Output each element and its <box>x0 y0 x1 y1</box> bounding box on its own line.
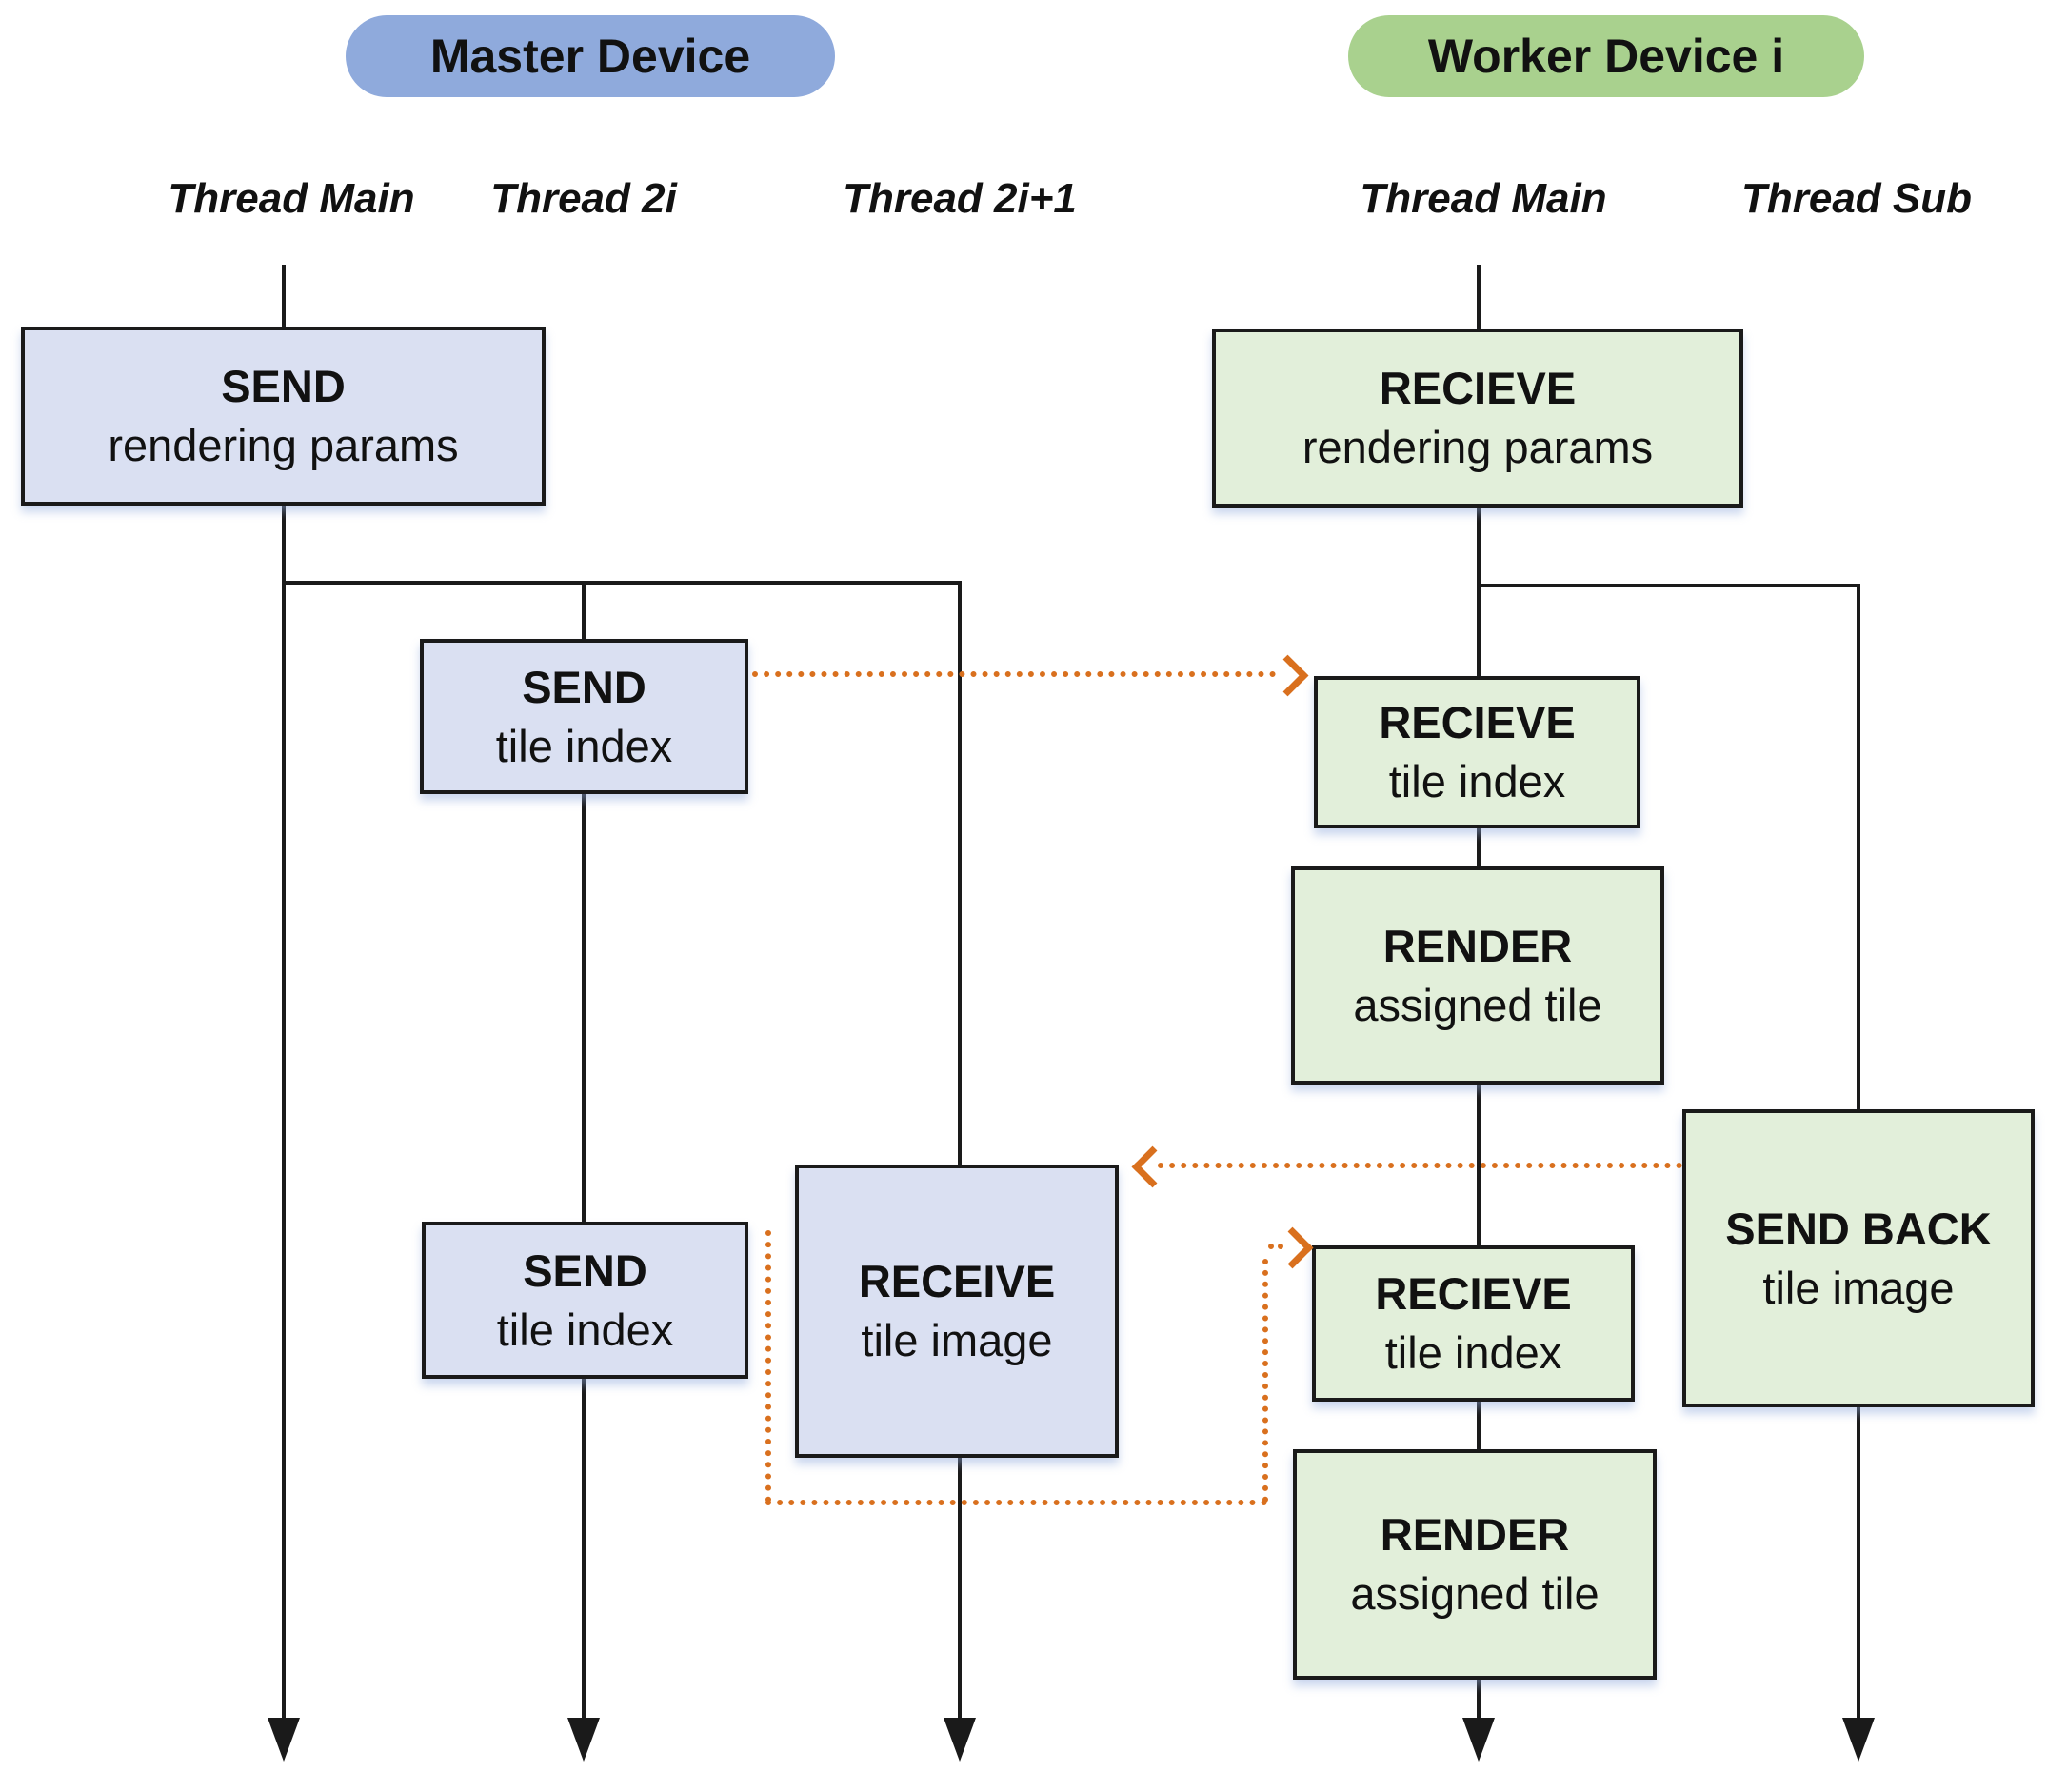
box-master-send-rendering-params: SEND rendering params <box>21 327 546 506</box>
box-subtitle: tile index <box>496 1304 674 1355</box>
box-subtitle: tile index <box>1384 1327 1562 1378</box>
message-arrow-right-icon <box>1271 1226 1314 1269</box>
box-subtitle: tile index <box>1388 756 1566 806</box>
lifeline-master-thread-main <box>282 265 286 1722</box>
box-worker-render-assigned-tile-1: RENDER assigned tile <box>1291 866 1664 1085</box>
box-title: RENDER <box>1380 1509 1570 1560</box>
box-subtitle: tile image <box>861 1315 1053 1365</box>
box-worker-send-back-tile-image: SEND BACK tile image <box>1682 1109 2035 1407</box>
box-master-send-tile-index-2: SEND tile index <box>422 1222 748 1379</box>
box-title: RENDER <box>1382 920 1573 971</box>
lifeline-arrow-icon <box>944 1718 976 1762</box>
box-title: SEND <box>221 361 346 411</box>
box-subtitle: rendering params <box>108 420 459 470</box>
thread-label-worker-sub: Thread Sub <box>1740 175 1973 222</box>
message-arrow-right-icon <box>1266 654 1309 697</box>
lifeline-arrow-icon <box>268 1718 300 1762</box>
message-line-send-tile-index-1 <box>752 671 1276 677</box>
lifeline-arrow-icon <box>567 1718 600 1762</box>
box-worker-recieve-tile-index-1: RECIEVE tile index <box>1314 676 1640 828</box>
box-subtitle: assigned tile <box>1353 979 1602 1030</box>
lifeline-arrow-icon <box>1842 1718 1875 1762</box>
message-line-send-back-tile-image <box>1158 1163 1682 1168</box>
lifeline-master-thread-2i-plus-1 <box>958 583 962 1722</box>
message-line-send-tile-index-2-tip <box>1268 1244 1283 1249</box>
thread-label-worker-main: Thread Main <box>1360 175 1607 222</box>
worker-fork-branch <box>1477 584 1860 587</box>
box-worker-recieve-rendering-params: RECIEVE rendering params <box>1212 329 1743 508</box>
box-subtitle: tile index <box>495 720 673 771</box>
box-subtitle: tile image <box>1762 1262 1955 1313</box>
box-title: RECIEVE <box>1375 1268 1572 1319</box>
message-line-send-tile-index-2-across <box>765 1500 1267 1505</box>
lifeline-arrow-icon <box>1462 1718 1495 1762</box>
box-title: RECIEVE <box>1379 697 1576 747</box>
box-worker-render-assigned-tile-2: RENDER assigned tile <box>1293 1449 1657 1680</box>
box-master-send-tile-index-1: SEND tile index <box>420 639 748 794</box>
box-title: SEND BACK <box>1725 1203 1992 1254</box>
lifeline-master-thread-2i <box>582 583 586 1722</box>
box-title: SEND <box>522 661 646 712</box>
master-fork-branch <box>282 581 962 585</box>
box-subtitle: rendering params <box>1302 422 1654 472</box>
box-subtitle: assigned tile <box>1350 1568 1600 1619</box>
message-arrow-left-icon <box>1131 1145 1174 1188</box>
worker-device-header: Worker Device i <box>1348 15 1864 97</box>
box-master-receive-tile-image: RECEIVE tile image <box>795 1165 1119 1458</box>
master-device-header: Master Device <box>346 15 835 97</box>
thread-label-master-main: Thread Main <box>168 175 415 222</box>
box-title: SEND <box>523 1244 647 1296</box>
worker-device-label: Worker Device i <box>1427 30 1785 83</box>
thread-label-master-2i: Thread 2i <box>490 175 677 222</box>
box-title: RECIEVE <box>1379 363 1577 413</box>
box-title: RECEIVE <box>858 1256 1056 1306</box>
master-device-label: Master Device <box>429 30 751 83</box>
box-worker-recieve-tile-index-2: RECIEVE tile index <box>1312 1245 1635 1402</box>
thread-label-master-2i-plus-1: Thread 2i+1 <box>843 175 1077 222</box>
message-line-send-tile-index-2-up <box>1262 1259 1268 1503</box>
message-line-send-tile-index-2-down <box>765 1230 771 1503</box>
